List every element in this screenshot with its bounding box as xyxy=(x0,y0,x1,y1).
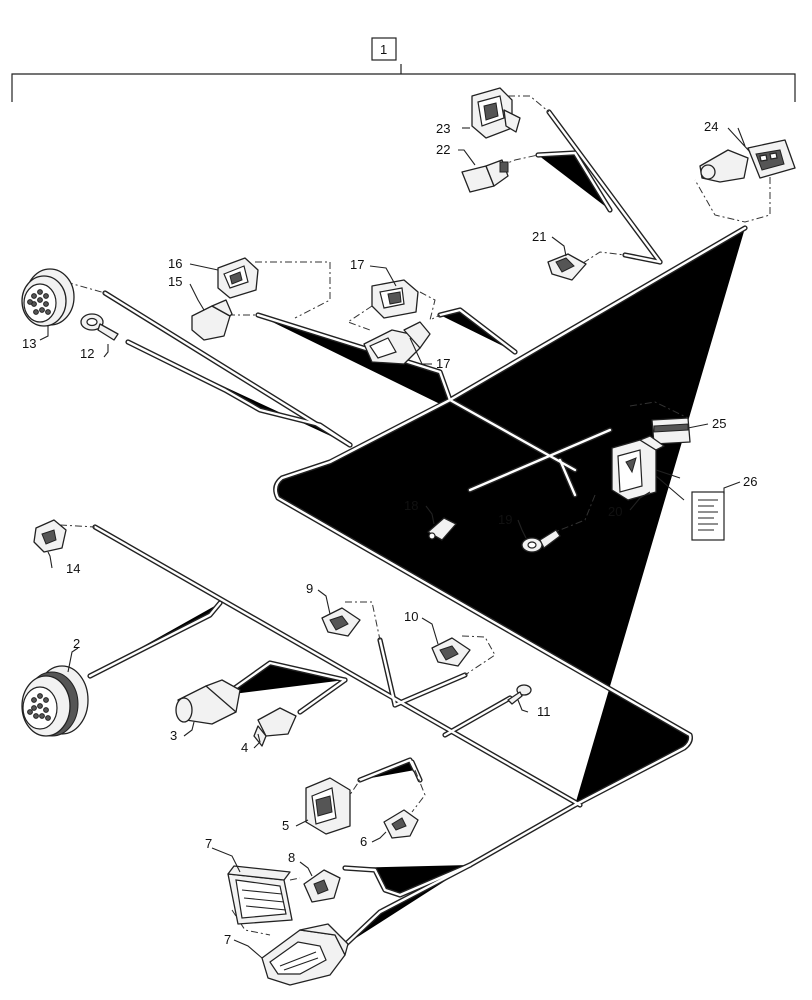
callout-25: 25 xyxy=(712,416,726,431)
connector-7-lower xyxy=(261,923,349,986)
callout-17b: 17 xyxy=(436,356,450,371)
callout-4: 4 xyxy=(241,740,248,755)
callout-19: 19 xyxy=(498,512,512,527)
callout-7b: 7 xyxy=(224,932,231,947)
module-20 xyxy=(611,435,685,501)
callout-labels: 23 22 24 21 16 15 17 17 13 12 25 26 20 1… xyxy=(22,119,757,947)
connector-16 xyxy=(217,257,259,299)
callout-24: 24 xyxy=(704,119,718,134)
assembly-bracket: 1 xyxy=(11,37,796,102)
callout-10: 10 xyxy=(404,609,418,624)
callout-13: 13 xyxy=(22,336,36,351)
connector-17-lower xyxy=(363,321,431,365)
terminal-18 xyxy=(427,517,457,541)
callout-16: 16 xyxy=(168,256,182,271)
connector-13 xyxy=(21,268,75,327)
callout-18: 18 xyxy=(404,498,418,513)
ring-terminal-19 xyxy=(521,529,561,553)
connector-22 xyxy=(461,159,509,193)
callout-21: 21 xyxy=(532,229,546,244)
label-strip-26 xyxy=(691,491,725,541)
ring-terminal-12 xyxy=(80,313,119,341)
connector-24 xyxy=(699,139,796,183)
leader-lines xyxy=(39,127,751,959)
callout-20: 20 xyxy=(608,504,622,519)
connector-9 xyxy=(321,607,361,637)
connector-6 xyxy=(383,809,419,839)
callout-11: 11 xyxy=(537,704,551,719)
callout-7a: 7 xyxy=(205,836,212,851)
ring-terminal-11 xyxy=(507,684,532,705)
callout-3: 3 xyxy=(170,728,177,743)
callout-14: 14 xyxy=(66,561,80,576)
connector-8 xyxy=(303,869,341,903)
connector-17-upper xyxy=(371,279,419,319)
callout-17a: 17 xyxy=(350,257,364,272)
callout-23: 23 xyxy=(436,121,450,136)
connector-4 xyxy=(253,707,297,747)
callout-6: 6 xyxy=(360,834,367,849)
callout-12: 12 xyxy=(80,346,94,361)
connector-3 xyxy=(175,679,241,725)
callout-22: 22 xyxy=(436,142,450,157)
connector-2 xyxy=(21,665,89,737)
callout-1: 1 xyxy=(380,42,387,57)
callout-2: 2 xyxy=(73,636,80,651)
connector-7-upper xyxy=(227,865,293,925)
callout-8: 8 xyxy=(288,850,295,865)
connector-15 xyxy=(191,299,233,341)
callout-9: 9 xyxy=(306,581,313,596)
connector-23 xyxy=(471,87,521,139)
connector-10 xyxy=(431,637,471,667)
connector-14 xyxy=(33,519,67,553)
connector-5 xyxy=(305,777,351,835)
connector-21 xyxy=(547,253,587,281)
callout-5: 5 xyxy=(282,818,289,833)
connector-25 xyxy=(651,417,691,445)
callout-15: 15 xyxy=(168,274,182,289)
callout-26: 26 xyxy=(743,474,757,489)
